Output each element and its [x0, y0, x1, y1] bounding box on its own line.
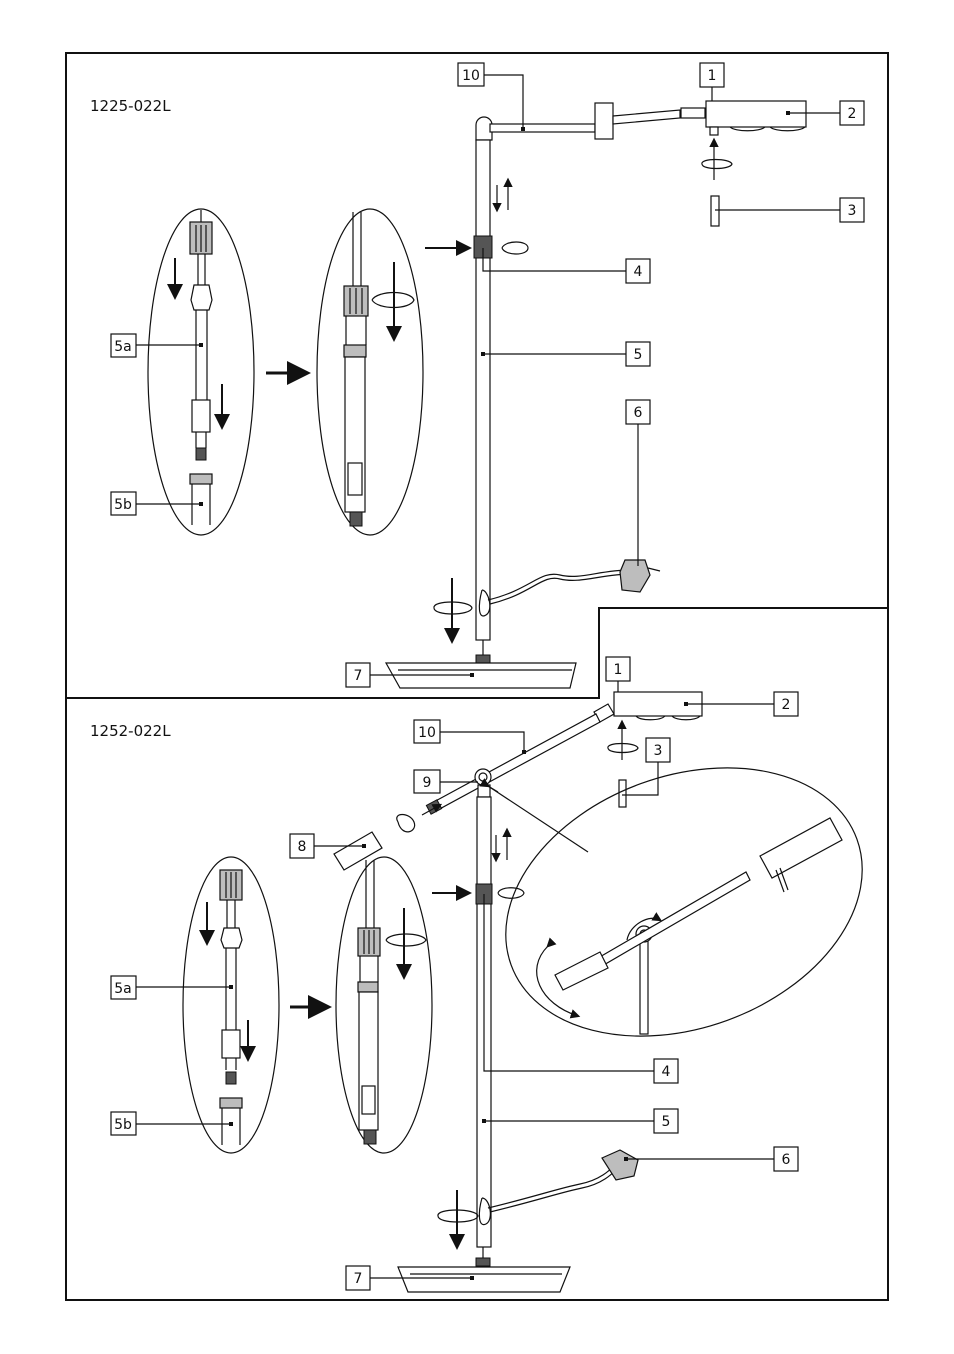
callout-4-bottom: 4 — [483, 894, 679, 1084]
callout-5a-bottom: 5a — [110, 975, 233, 1000]
callout-8-bottom: 8 — [289, 833, 366, 859]
detail-ellipse-tilt-bottom — [505, 767, 863, 1037]
callout-3-top: 3 — [715, 197, 865, 223]
callout-1-top: 1 — [699, 62, 725, 101]
lamp-assembly-top — [384, 100, 807, 689]
callout-5b-top: 5b — [110, 491, 203, 516]
label-2: 2 — [782, 697, 791, 713]
label-10: 10 — [418, 725, 436, 741]
label-7: 7 — [354, 668, 363, 684]
label-4: 4 — [662, 1064, 671, 1080]
callout-7-top: 7 — [345, 662, 474, 688]
detail-ellipse-assembled-bottom — [335, 856, 433, 1154]
label-8: 8 — [298, 839, 307, 855]
label-1: 1 — [708, 68, 717, 84]
label-9: 9 — [423, 775, 432, 791]
label-3: 3 — [654, 743, 663, 759]
model-number-top: 1225-022L — [90, 97, 171, 115]
label-10: 10 — [462, 68, 480, 84]
callout-5a-top: 5a — [110, 333, 203, 358]
label-4: 4 — [634, 264, 643, 280]
label-2: 2 — [848, 106, 857, 122]
outer-frame — [65, 52, 889, 1301]
callout-2-bottom: 2 — [684, 691, 799, 717]
model-number-bottom: 1252-022L — [90, 722, 171, 740]
callout-5b-bottom: 5b — [110, 1111, 233, 1136]
callout-7-bottom: 7 — [345, 1265, 474, 1291]
label-5b: 5b — [114, 1117, 132, 1133]
label-5a: 5a — [114, 981, 132, 997]
label-6: 6 — [782, 1152, 791, 1168]
label-7: 7 — [354, 1271, 363, 1287]
callout-5-top: 5 — [481, 341, 651, 367]
label-3: 3 — [848, 203, 857, 219]
label-1: 1 — [614, 662, 623, 678]
label-5b: 5b — [114, 497, 132, 513]
callout-6-top: 6 — [625, 399, 651, 566]
callout-6-bottom: 6 — [624, 1146, 799, 1172]
detail-ellipse-5a-5b-top — [147, 208, 255, 536]
callout-10-bottom: 10 — [413, 719, 526, 754]
callout-10-top: 10 — [457, 62, 525, 131]
label-5: 5 — [634, 347, 643, 363]
callout-1-bottom: 1 — [605, 656, 631, 692]
callout-9-bottom: 9 — [413, 769, 478, 794]
label-5: 5 — [662, 1114, 671, 1130]
callout-3-bottom: 3 — [622, 737, 671, 796]
detail-ellipse-assembled-top — [316, 208, 424, 536]
detail-ellipse-5a-5b-bottom — [182, 856, 280, 1154]
callout-5-bottom: 5 — [482, 1108, 679, 1134]
callout-2-top: 2 — [786, 100, 865, 126]
label-6: 6 — [634, 405, 643, 421]
panel-divider — [66, 607, 888, 699]
callout-4-top: 4 — [482, 248, 651, 284]
label-5a: 5a — [114, 339, 132, 355]
